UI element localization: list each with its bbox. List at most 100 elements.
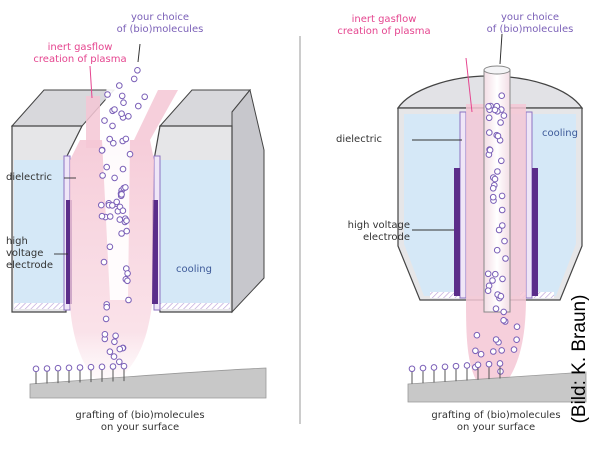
right-device [396,65,587,403]
molecule-circle [492,336,500,343]
molecule-circle [452,362,460,370]
molecule-circle [498,92,506,99]
molecule-circle [98,147,106,154]
molecule-circle [474,361,482,369]
right-electrode-right [532,168,538,296]
left-cooling-label: cooling [176,264,212,275]
molecule-circle [65,364,73,372]
molecule-circle [106,135,113,143]
right-substrate [407,371,587,403]
molecule-circle [103,163,110,171]
molecule-circle [106,348,114,356]
right-molecules-label: your choice of (bio)molecules [486,12,574,35]
molecule-circle [43,365,51,372]
left-gasflow-label: inert gasflow creation of plasma [33,42,127,65]
left-device [10,72,267,399]
molecule-circle [104,91,111,98]
molecule-circle [419,364,427,372]
molecule-circle [119,165,127,173]
molecule-circle [499,222,506,229]
left-electrode-label: high voltage electrode [6,236,54,271]
molecule-stream [102,72,156,300]
molecule-circle [122,184,129,191]
molecule-circle [492,305,500,313]
right-gasflow-label: inert gasflow creation of plasma [337,14,431,37]
molecule-circle [477,350,485,358]
right-molecule-circles [472,92,521,375]
right-cooling-label: cooling [542,128,578,139]
molecule-circle [472,347,479,355]
molecule-circle [510,346,518,353]
molecule-circle [118,191,125,198]
molecule-circle [109,202,116,209]
molecule-circle [118,110,125,117]
right-tube-opening [483,65,511,75]
molecule-circle [498,206,506,214]
left-substrate [29,367,267,399]
molecule-circle [497,292,505,300]
molecule-circle [106,213,114,220]
molecule-circle [484,287,492,295]
molecule-circle [123,217,130,224]
right-hatch-left [430,292,464,298]
molecule-circle [499,275,506,283]
left-molecule-circles [98,67,148,366]
molecule-circle [408,365,416,373]
molecule-circle [100,258,108,266]
molecule-circle [513,323,521,331]
molecule-circle [430,364,438,371]
molecule-circle [491,175,499,183]
molecule-circle [87,363,95,371]
molecule-circle [118,92,126,100]
left-grafting-label: grafting of (bio)molecules on your surfa… [75,410,205,433]
molecule-circle [500,317,507,324]
molecule-circle [102,315,110,323]
molecule-circle [122,135,130,143]
molecule-circle [126,150,134,158]
molecule-circle [111,106,118,113]
left-cooling-chamber [14,160,66,308]
molecule-circle [103,303,110,311]
molecule-circle [501,237,508,245]
molecule-circle [116,216,124,223]
molecule-circle [109,122,116,130]
molecule-circle [116,358,123,366]
left-hatch-bar [14,303,66,309]
molecule-circle [495,226,503,234]
molecule-circle [119,207,127,214]
right-block-side [231,88,265,314]
molecule-circle [125,113,132,120]
left-electrode [66,200,72,304]
molecule-circle [116,82,123,89]
molecule-circle [493,246,501,254]
molecule-circle [485,360,493,368]
molecule-circle [441,363,449,371]
molecule-circle [101,331,109,338]
molecule-circle [130,75,138,83]
right-grafted-molecules [408,360,504,384]
molecule-circle [120,362,128,370]
molecule-circle [125,296,132,304]
molecule-circle [112,332,119,340]
left-label-arrows [54,177,76,255]
molecule-circle [489,185,497,192]
molecule-circle [489,277,496,284]
molecule-circle [489,193,497,201]
right-electrode [152,200,158,304]
molecule-circle [490,348,497,355]
right-hatch-bar [160,303,230,309]
molecule-circle [98,212,106,220]
molecule-circle [111,174,118,182]
left-grafted-molecules [32,362,128,384]
molecule-circle [500,112,508,119]
molecule-circle [101,117,108,124]
molecule-circle [120,99,127,106]
molecule-circle [141,93,148,101]
molecule-circle [110,353,118,360]
molecule-circle [124,277,131,285]
molecule-circle [98,363,106,371]
molecule-circle [123,227,130,235]
molecule-circle [491,106,499,114]
molecule-circle [76,364,84,371]
